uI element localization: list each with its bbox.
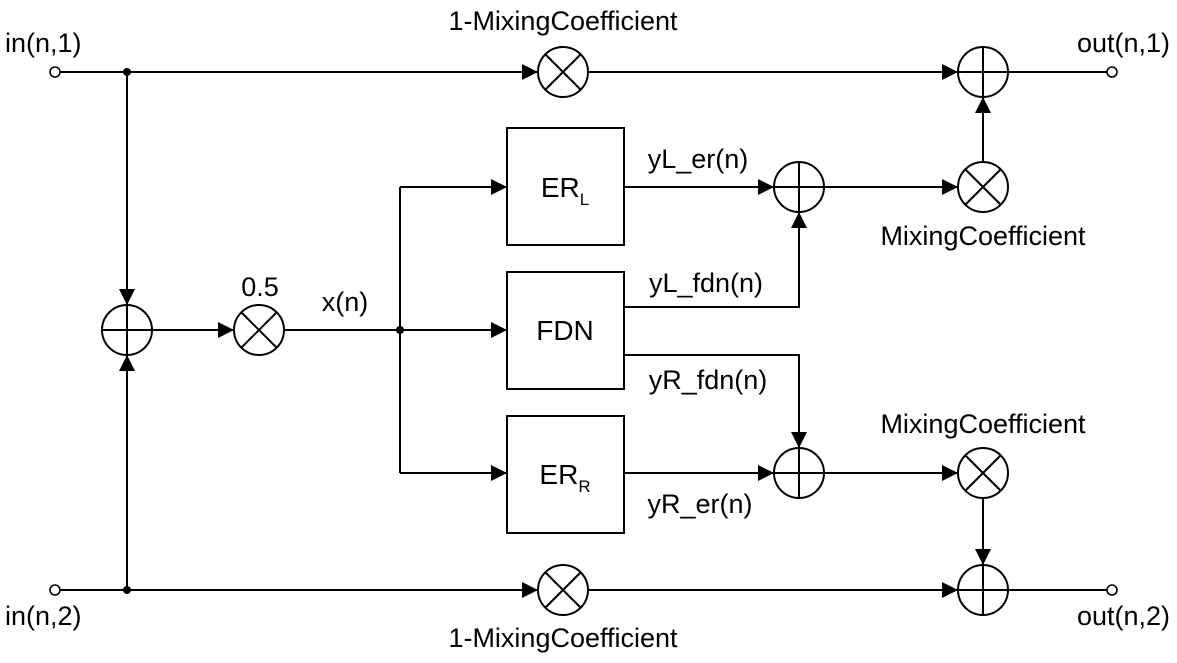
signal-yr-er-label: yR_er(n)	[647, 489, 752, 519]
block-er-l-subscript: L	[580, 190, 589, 209]
signal-x-label: x(n)	[322, 287, 369, 317]
port-in1-label: in(n,1)	[5, 28, 82, 58]
junction-dot-x	[396, 326, 404, 334]
signal-yr-fdn-label: yR_fdn(n)	[649, 365, 768, 395]
adder-out2	[957, 564, 1009, 616]
wire-fdn-l-to-sum-l	[624, 212, 807, 308]
block-er-r-subscript: R	[578, 477, 590, 496]
multiplier-half	[233, 304, 285, 356]
block-er-r: ERR	[506, 415, 625, 534]
block-fdn: FDN	[506, 271, 625, 390]
multiplier-wet-right	[957, 447, 1009, 499]
block-fdn-label: FDN	[536, 315, 594, 346]
multiplier-wet-left	[957, 161, 1009, 213]
wires	[60, 64, 1107, 598]
block-er-l: ERL	[506, 127, 625, 246]
terminal-in1	[49, 66, 61, 78]
gain-wet-left-label: MixingCoefficient	[880, 221, 1086, 251]
block-er-l-label: ER	[541, 172, 580, 203]
port-out1-label: out(n,1)	[1077, 28, 1170, 58]
signal-yl-fdn-label: yL_fdn(n)	[649, 268, 763, 298]
adder-input	[101, 304, 153, 356]
terminal-in2	[49, 584, 61, 596]
labels: in(n,1) in(n,2) out(n,1) out(n,2) 1-Mixi…	[5, 6, 1170, 653]
multiplier-dry-top	[537, 46, 589, 98]
junctions	[123, 68, 404, 594]
multiplier-dry-bottom	[537, 564, 589, 616]
svg-text:ERL: ERL	[541, 172, 589, 209]
port-out2-label: out(n,2)	[1077, 601, 1170, 631]
terminals	[49, 66, 1118, 596]
signal-yl-er-label: yL_er(n)	[648, 144, 749, 174]
adder-left	[773, 161, 825, 213]
adder-out1	[957, 46, 1009, 98]
junction-dot-in2	[123, 586, 131, 594]
svg-text:ERR: ERR	[539, 459, 590, 496]
adder-right	[773, 447, 825, 499]
port-in2-label: in(n,2)	[5, 601, 82, 631]
junction-dot-in1	[123, 68, 131, 76]
gain-half-label: 0.5	[241, 272, 279, 302]
gain-dry-bottom-label: 1-MixingCoefficient	[448, 623, 678, 653]
terminal-out2	[1106, 584, 1118, 596]
gain-wet-right-label: MixingCoefficient	[880, 409, 1086, 439]
terminal-out1	[1106, 66, 1118, 78]
block-er-r-label: ER	[539, 459, 578, 490]
gain-dry-top-label: 1-MixingCoefficient	[448, 6, 678, 36]
wire-fdn-r-to-sum-r	[624, 354, 807, 448]
